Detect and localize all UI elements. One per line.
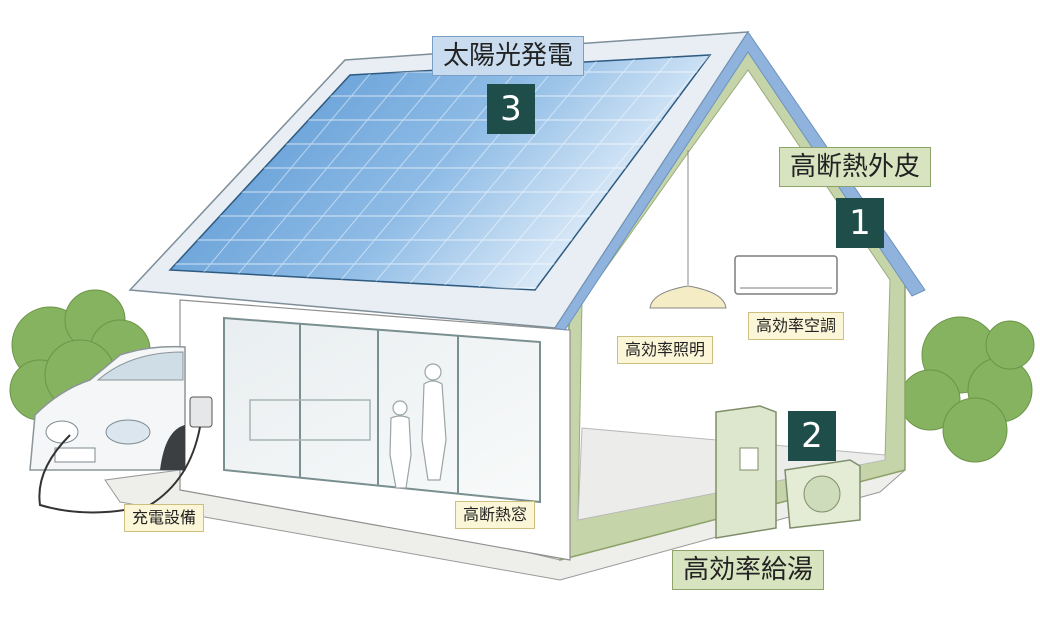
right-shrub xyxy=(899,316,1035,463)
badge-2: 2 xyxy=(788,411,836,461)
window-label: 高断熱窓 xyxy=(455,501,536,529)
badge-1: 1 xyxy=(836,198,884,248)
air-conditioner xyxy=(734,255,838,295)
water-heater xyxy=(715,405,861,539)
water-heater-label: 高効率給湯 xyxy=(672,550,825,590)
electric-car xyxy=(29,345,186,471)
solar-label: 太陽光発電 xyxy=(432,36,585,76)
badge-3: 3 xyxy=(487,84,535,134)
solar-panel xyxy=(168,54,712,291)
ev-charger-label: 充電設備 xyxy=(124,504,205,532)
pendant-light xyxy=(649,150,727,309)
insulation-shell-label: 高断熱外皮 xyxy=(779,147,932,187)
roof-edge xyxy=(554,31,926,331)
ev-charger xyxy=(38,396,213,514)
glass-door xyxy=(223,316,541,504)
lighting-label: 高効率照明 xyxy=(617,336,714,364)
family-silhouette xyxy=(389,363,447,489)
air-conditioner-label: 高効率空調 xyxy=(748,312,845,340)
